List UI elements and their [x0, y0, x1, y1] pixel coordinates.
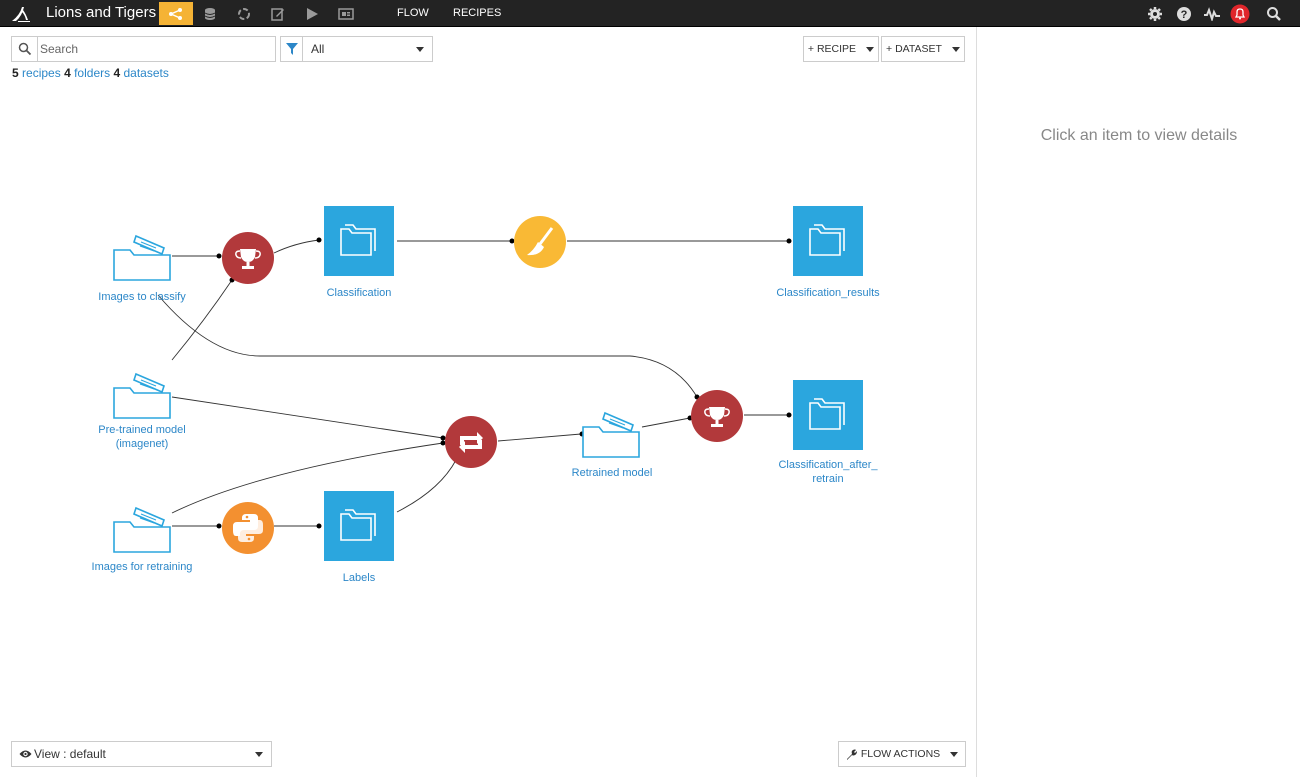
edge: [273, 239, 320, 254]
dataset-label-classification[interactable]: Classification: [326, 287, 392, 299]
add-recipe-button[interactable]: + RECIPE: [803, 36, 879, 62]
prepare-recipe-broom-icon[interactable]: [514, 216, 566, 268]
recipes-count: 5: [12, 66, 19, 80]
edge-endpoints: [216, 237, 792, 529]
tab-recipes[interactable]: RECIPES: [453, 7, 502, 19]
chevron-down-icon: [951, 46, 960, 52]
eye-icon: [19, 750, 32, 758]
view-select-value: View : default: [34, 747, 106, 761]
chevron-down-icon: [416, 47, 424, 52]
folder-label-retrained-model[interactable]: Retrained model: [571, 467, 653, 479]
filter-value: All: [311, 42, 325, 56]
folder-label-images-to-classify[interactable]: Images to classify: [98, 291, 186, 303]
folder-images-to-classify-icon[interactable]: [113, 235, 171, 281]
filter-select[interactable]: All: [280, 36, 433, 62]
edge: [157, 294, 698, 398]
dataset-labels-icon[interactable]: [323, 490, 395, 562]
flow-graph: [113, 205, 864, 562]
edge: [171, 442, 444, 514]
jobs-icon[interactable]: [295, 2, 329, 25]
edge: [396, 459, 457, 513]
top-navigation-bar: Lions and Tigers FLOW RECIPES ?: [0, 0, 1300, 27]
chevron-down-icon: [866, 46, 875, 52]
project-name[interactable]: Lions and Tigers: [46, 4, 157, 21]
details-panel: Click an item to view details: [976, 27, 1300, 777]
recipes-link[interactable]: recipes: [22, 66, 61, 80]
dashboards-icon[interactable]: [329, 2, 363, 25]
help-icon[interactable]: ?: [1174, 4, 1194, 24]
train-recipe-icon[interactable]: [445, 416, 497, 468]
flow-icon[interactable]: [159, 2, 193, 25]
flow-item-counts: 5 recipes 4 folders 4 datasets: [12, 66, 169, 80]
add-dataset-label: + DATASET: [886, 43, 942, 55]
edge: [641, 417, 691, 428]
folder-retrained-model-icon[interactable]: [582, 412, 640, 458]
tab-flow[interactable]: FLOW: [397, 7, 429, 19]
chevron-down-icon: [950, 751, 959, 757]
models-icon[interactable]: [227, 2, 261, 25]
view-select[interactable]: View : default: [11, 741, 272, 767]
dataset-classification-icon[interactable]: [323, 205, 395, 277]
svg-text:?: ?: [1181, 9, 1188, 21]
gear-icon[interactable]: [1145, 4, 1165, 24]
datasets-link[interactable]: datasets: [123, 66, 169, 80]
wrench-icon: [846, 749, 857, 760]
label-line: Classification_after_: [778, 459, 878, 471]
dataset-classification-results-icon[interactable]: [792, 205, 864, 277]
score-recipe-trophy-icon[interactable]: [222, 232, 274, 284]
filter-icon: [281, 37, 303, 61]
folder-images-for-retraining-icon[interactable]: [113, 507, 171, 553]
folders-count: 4: [64, 66, 71, 80]
folder-label-pretrained-model[interactable]: Pre-trained model (imagenet): [72, 423, 212, 451]
dataset-label-classification-after-retrain[interactable]: Classification_after_ retrain: [758, 458, 898, 486]
add-dataset-button[interactable]: + DATASET: [881, 36, 965, 62]
label-line: retrain: [812, 473, 844, 485]
notebooks-icon[interactable]: [261, 2, 295, 25]
search-input[interactable]: [40, 39, 270, 59]
folder-pretrained-model-icon[interactable]: [113, 373, 171, 419]
activity-icon[interactable]: [1202, 4, 1222, 24]
dataiku-logo-icon[interactable]: [10, 5, 32, 23]
details-empty-message: Click an item to view details: [1040, 127, 1238, 144]
search-icon[interactable]: [1264, 4, 1284, 24]
score-recipe-trophy-icon[interactable]: [691, 390, 743, 442]
edge: [171, 396, 444, 439]
python-recipe-icon[interactable]: [222, 502, 274, 554]
edge: [171, 279, 233, 361]
folders-link[interactable]: folders: [74, 66, 111, 80]
search-box: [11, 36, 276, 62]
search-icon: [12, 37, 38, 61]
label-line: Pre-trained model: [98, 424, 186, 436]
flow-edges: [157, 239, 788, 527]
dataset-label-labels[interactable]: Labels: [342, 572, 376, 584]
datasets-count: 4: [113, 66, 121, 80]
flow-actions-button[interactable]: FLOW ACTIONS: [838, 741, 966, 767]
dataset-classification-after-retrain-icon[interactable]: [792, 379, 864, 451]
chevron-down-icon: [255, 752, 263, 757]
label-line: (imagenet): [115, 438, 169, 450]
dataset-label-classification-results[interactable]: Classification_results: [776, 287, 880, 299]
add-recipe-label: + RECIPE: [807, 43, 857, 55]
edge: [497, 433, 582, 442]
notifications-icon[interactable]: [1230, 4, 1250, 24]
datasets-icon[interactable]: [193, 2, 227, 25]
flow-actions-label: FLOW ACTIONS: [860, 748, 941, 760]
folder-label-images-for-retraining[interactable]: Images for retraining: [91, 561, 193, 573]
